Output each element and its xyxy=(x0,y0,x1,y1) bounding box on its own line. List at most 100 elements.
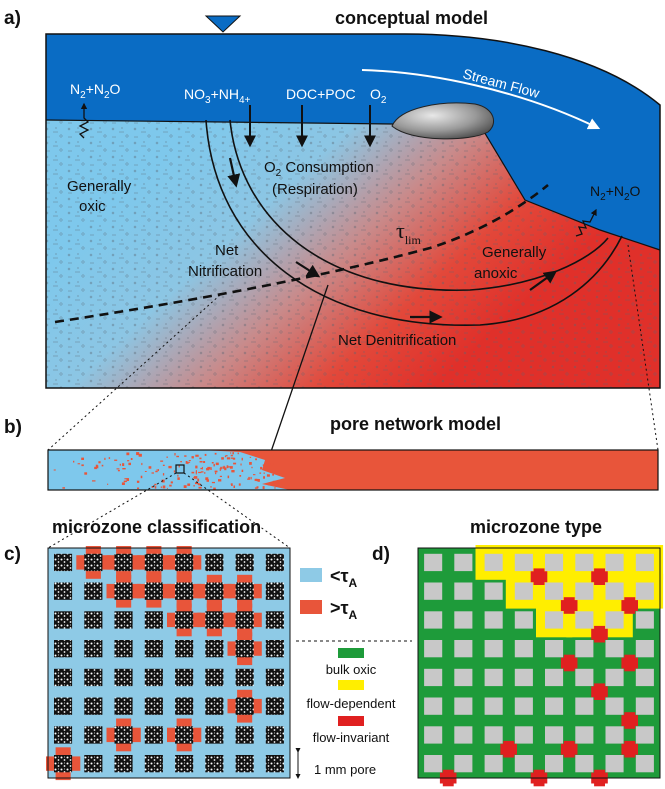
pore-speckle xyxy=(272,473,274,476)
grid-d-grain xyxy=(605,726,624,744)
pore-speckle xyxy=(241,457,243,461)
pore-speckle xyxy=(256,486,259,489)
pore-speckle xyxy=(263,476,265,479)
grid-c-frame xyxy=(47,547,291,779)
pore-speckle xyxy=(197,483,200,485)
grid-d-flow-invariant xyxy=(533,568,545,585)
pore-speckle xyxy=(221,457,224,460)
streambed-rock xyxy=(391,102,495,140)
pore-speckle xyxy=(211,462,214,464)
pore-speckle xyxy=(195,471,197,475)
grid-c-grain xyxy=(144,640,163,658)
grid-c-grain xyxy=(175,553,194,572)
pore-speckle xyxy=(214,470,218,473)
grid-d-grain xyxy=(484,582,503,600)
pore-speckle xyxy=(254,487,258,489)
legend-below-tau-swatch xyxy=(300,568,322,582)
grid-d-grain xyxy=(635,553,654,572)
pore-speckle xyxy=(156,469,158,471)
pore-speckle xyxy=(141,462,143,466)
grid-d-grain xyxy=(545,668,564,687)
pore-speckle xyxy=(160,460,164,462)
grid-d-grain xyxy=(454,697,473,715)
pore-speckle xyxy=(273,484,275,486)
grid-c-grain xyxy=(114,726,133,744)
legend-c: <τA >τA xyxy=(300,566,358,622)
grid-d-grain xyxy=(424,582,443,600)
streambed-line xyxy=(45,119,661,251)
pore-speckle xyxy=(237,452,239,455)
grid-c-grain xyxy=(265,755,284,773)
pore-speckle xyxy=(200,467,203,470)
tau-lim-label: τlim xyxy=(396,218,422,247)
pore-speckle xyxy=(249,456,252,458)
pore-speckle xyxy=(199,457,202,460)
pore-speckle xyxy=(176,455,179,458)
pore-speckle xyxy=(138,453,142,457)
pore-speckle xyxy=(233,462,237,465)
n2-n2o-right-label: N2+N2O xyxy=(590,183,641,203)
pore-speckle xyxy=(214,452,217,455)
grid-d-grain xyxy=(635,582,654,600)
pore-speckle xyxy=(183,485,187,488)
grid-d-grain xyxy=(635,697,654,715)
generally-oxic-label-2: oxic xyxy=(79,198,106,215)
stream-flow-arrow xyxy=(361,69,601,130)
pore-speckle xyxy=(166,487,168,489)
pore-speckle xyxy=(249,462,252,465)
flowpath-outer xyxy=(205,119,623,326)
pore-speckle xyxy=(81,457,84,460)
pore-speckle xyxy=(220,466,222,470)
pore-speckle xyxy=(162,464,165,466)
grid-d-grain xyxy=(424,640,443,658)
pore-speckle xyxy=(195,465,198,469)
pore-speckle xyxy=(270,462,274,466)
grid-d-grain xyxy=(605,697,624,715)
grid-c-grain xyxy=(54,640,73,658)
grid-d-grain xyxy=(575,697,594,715)
grid-d-grain xyxy=(514,582,533,600)
legend-d: bulk oxic flow-dependent flow-invariant … xyxy=(295,648,396,779)
pore-speckle xyxy=(272,480,277,483)
pore-speckle xyxy=(260,466,263,470)
pore-speckle xyxy=(273,455,277,457)
pore-speckle xyxy=(230,452,232,454)
flow-direction-arrow-1 xyxy=(227,157,241,188)
grid-d-grain xyxy=(575,755,594,773)
microzone-type-grid xyxy=(417,545,664,787)
pore-speckle xyxy=(233,485,235,488)
pore-speckle xyxy=(122,463,125,466)
pore-speckle xyxy=(178,464,180,468)
grid-c-grain xyxy=(235,726,254,744)
tau-lim-boundary xyxy=(54,183,549,324)
pore-speckle xyxy=(210,486,212,488)
pore-speckle xyxy=(254,478,257,481)
net-denitrification-label: Net Denitrification xyxy=(338,332,456,349)
pore-speckle xyxy=(262,486,265,489)
panel-c-letter: c) xyxy=(4,544,21,565)
grid-d-grain xyxy=(635,668,654,687)
pore-speckle xyxy=(270,452,273,454)
grid-d-grain xyxy=(575,726,594,744)
pore-speckle xyxy=(219,475,222,477)
grid-d-flow-invariant xyxy=(563,740,575,758)
pore-speckle xyxy=(184,455,187,457)
pore-speckle xyxy=(166,456,168,458)
pore-speckle xyxy=(151,486,154,488)
flow-direction-arrow-2 xyxy=(295,261,321,278)
pore-speckle xyxy=(130,458,133,460)
pore-speckle xyxy=(168,465,172,469)
pore-speckle xyxy=(230,457,234,459)
generally-anoxic-label-2: anoxic xyxy=(474,265,518,282)
grid-c-grain xyxy=(114,640,133,658)
grid-c-grain xyxy=(144,697,163,715)
pore-speckle xyxy=(195,454,199,457)
grid-d-flow-invariant xyxy=(563,654,575,672)
pore-network-oxic-zone xyxy=(48,450,290,490)
grid-d-grain xyxy=(635,755,654,773)
generally-anoxic-label-1: Generally xyxy=(482,244,547,261)
grid-d-grain xyxy=(484,755,503,773)
pore-speckle xyxy=(157,469,159,472)
zoom-line-left xyxy=(47,294,221,451)
pore-network-zoom-box xyxy=(175,464,185,474)
